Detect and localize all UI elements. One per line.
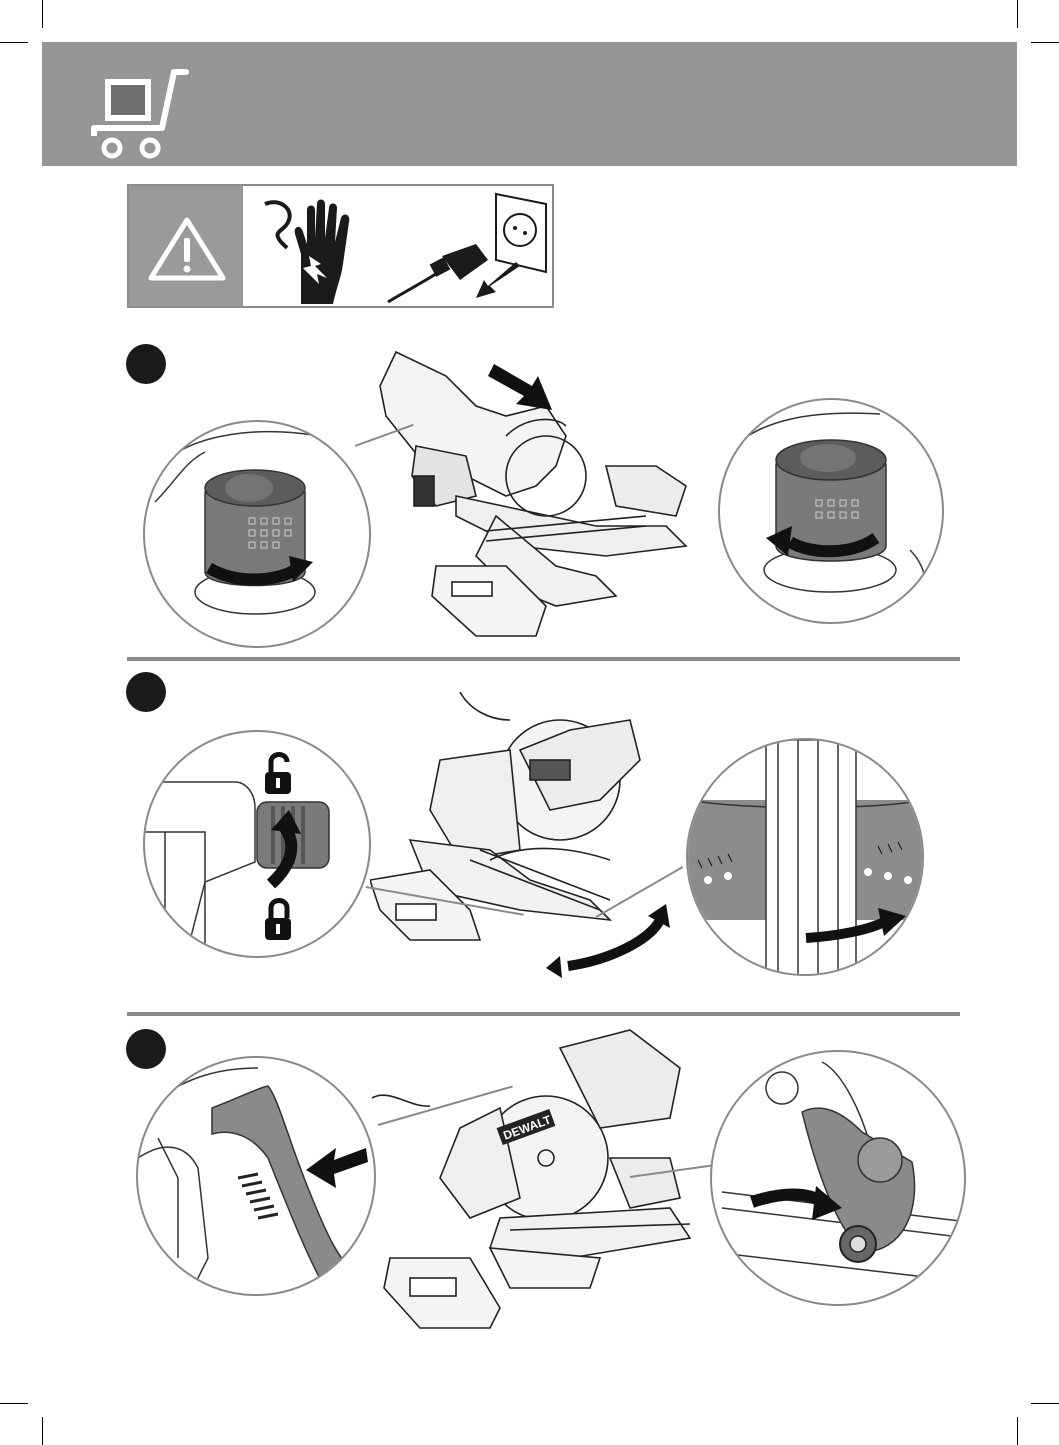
crop-mark: [42, 0, 43, 28]
step-2-detail-left: [143, 730, 371, 958]
step-2-saw-illustration: [370, 690, 700, 980]
step-3-detail-left: [136, 1056, 376, 1296]
push-arrow-icon: [488, 364, 552, 410]
warning-panel: [127, 184, 554, 308]
warning-triangle-icon: [147, 216, 227, 282]
section-divider: [127, 657, 960, 661]
step-1-marker: [126, 344, 166, 384]
step-3-marker: [126, 1029, 166, 1069]
step-2-detail-right: [686, 738, 924, 976]
swing-arrow-icon: [568, 920, 660, 966]
crop-mark: [1031, 42, 1059, 43]
crop-mark: [0, 42, 28, 43]
step-3-saw-illustration: DEWALT: [370, 1028, 710, 1338]
step-2-marker: [126, 672, 166, 712]
crop-mark: [1017, 1417, 1018, 1445]
warning-grey-area: [129, 186, 243, 306]
crop-mark: [0, 1403, 28, 1404]
section-divider: [127, 1012, 960, 1016]
unplug-power-icon: [384, 190, 554, 306]
unlock-icon: [265, 755, 291, 795]
crop-mark: [1031, 1403, 1059, 1404]
step-1-detail-left: [143, 420, 371, 648]
rotate-arrow-icon: [752, 1195, 822, 1203]
crop-mark: [1017, 0, 1018, 28]
step-1-saw-illustration: [356, 346, 696, 646]
crop-mark: [42, 1417, 43, 1445]
cart-icon: [90, 66, 190, 162]
press-arrow-icon: [306, 1148, 368, 1188]
step-1-detail-right: [718, 398, 944, 624]
lock-icon: [265, 901, 291, 941]
header-band: [42, 42, 1017, 166]
electric-shock-hand-icon: [259, 194, 359, 304]
step-3-detail-right: [710, 1050, 966, 1306]
